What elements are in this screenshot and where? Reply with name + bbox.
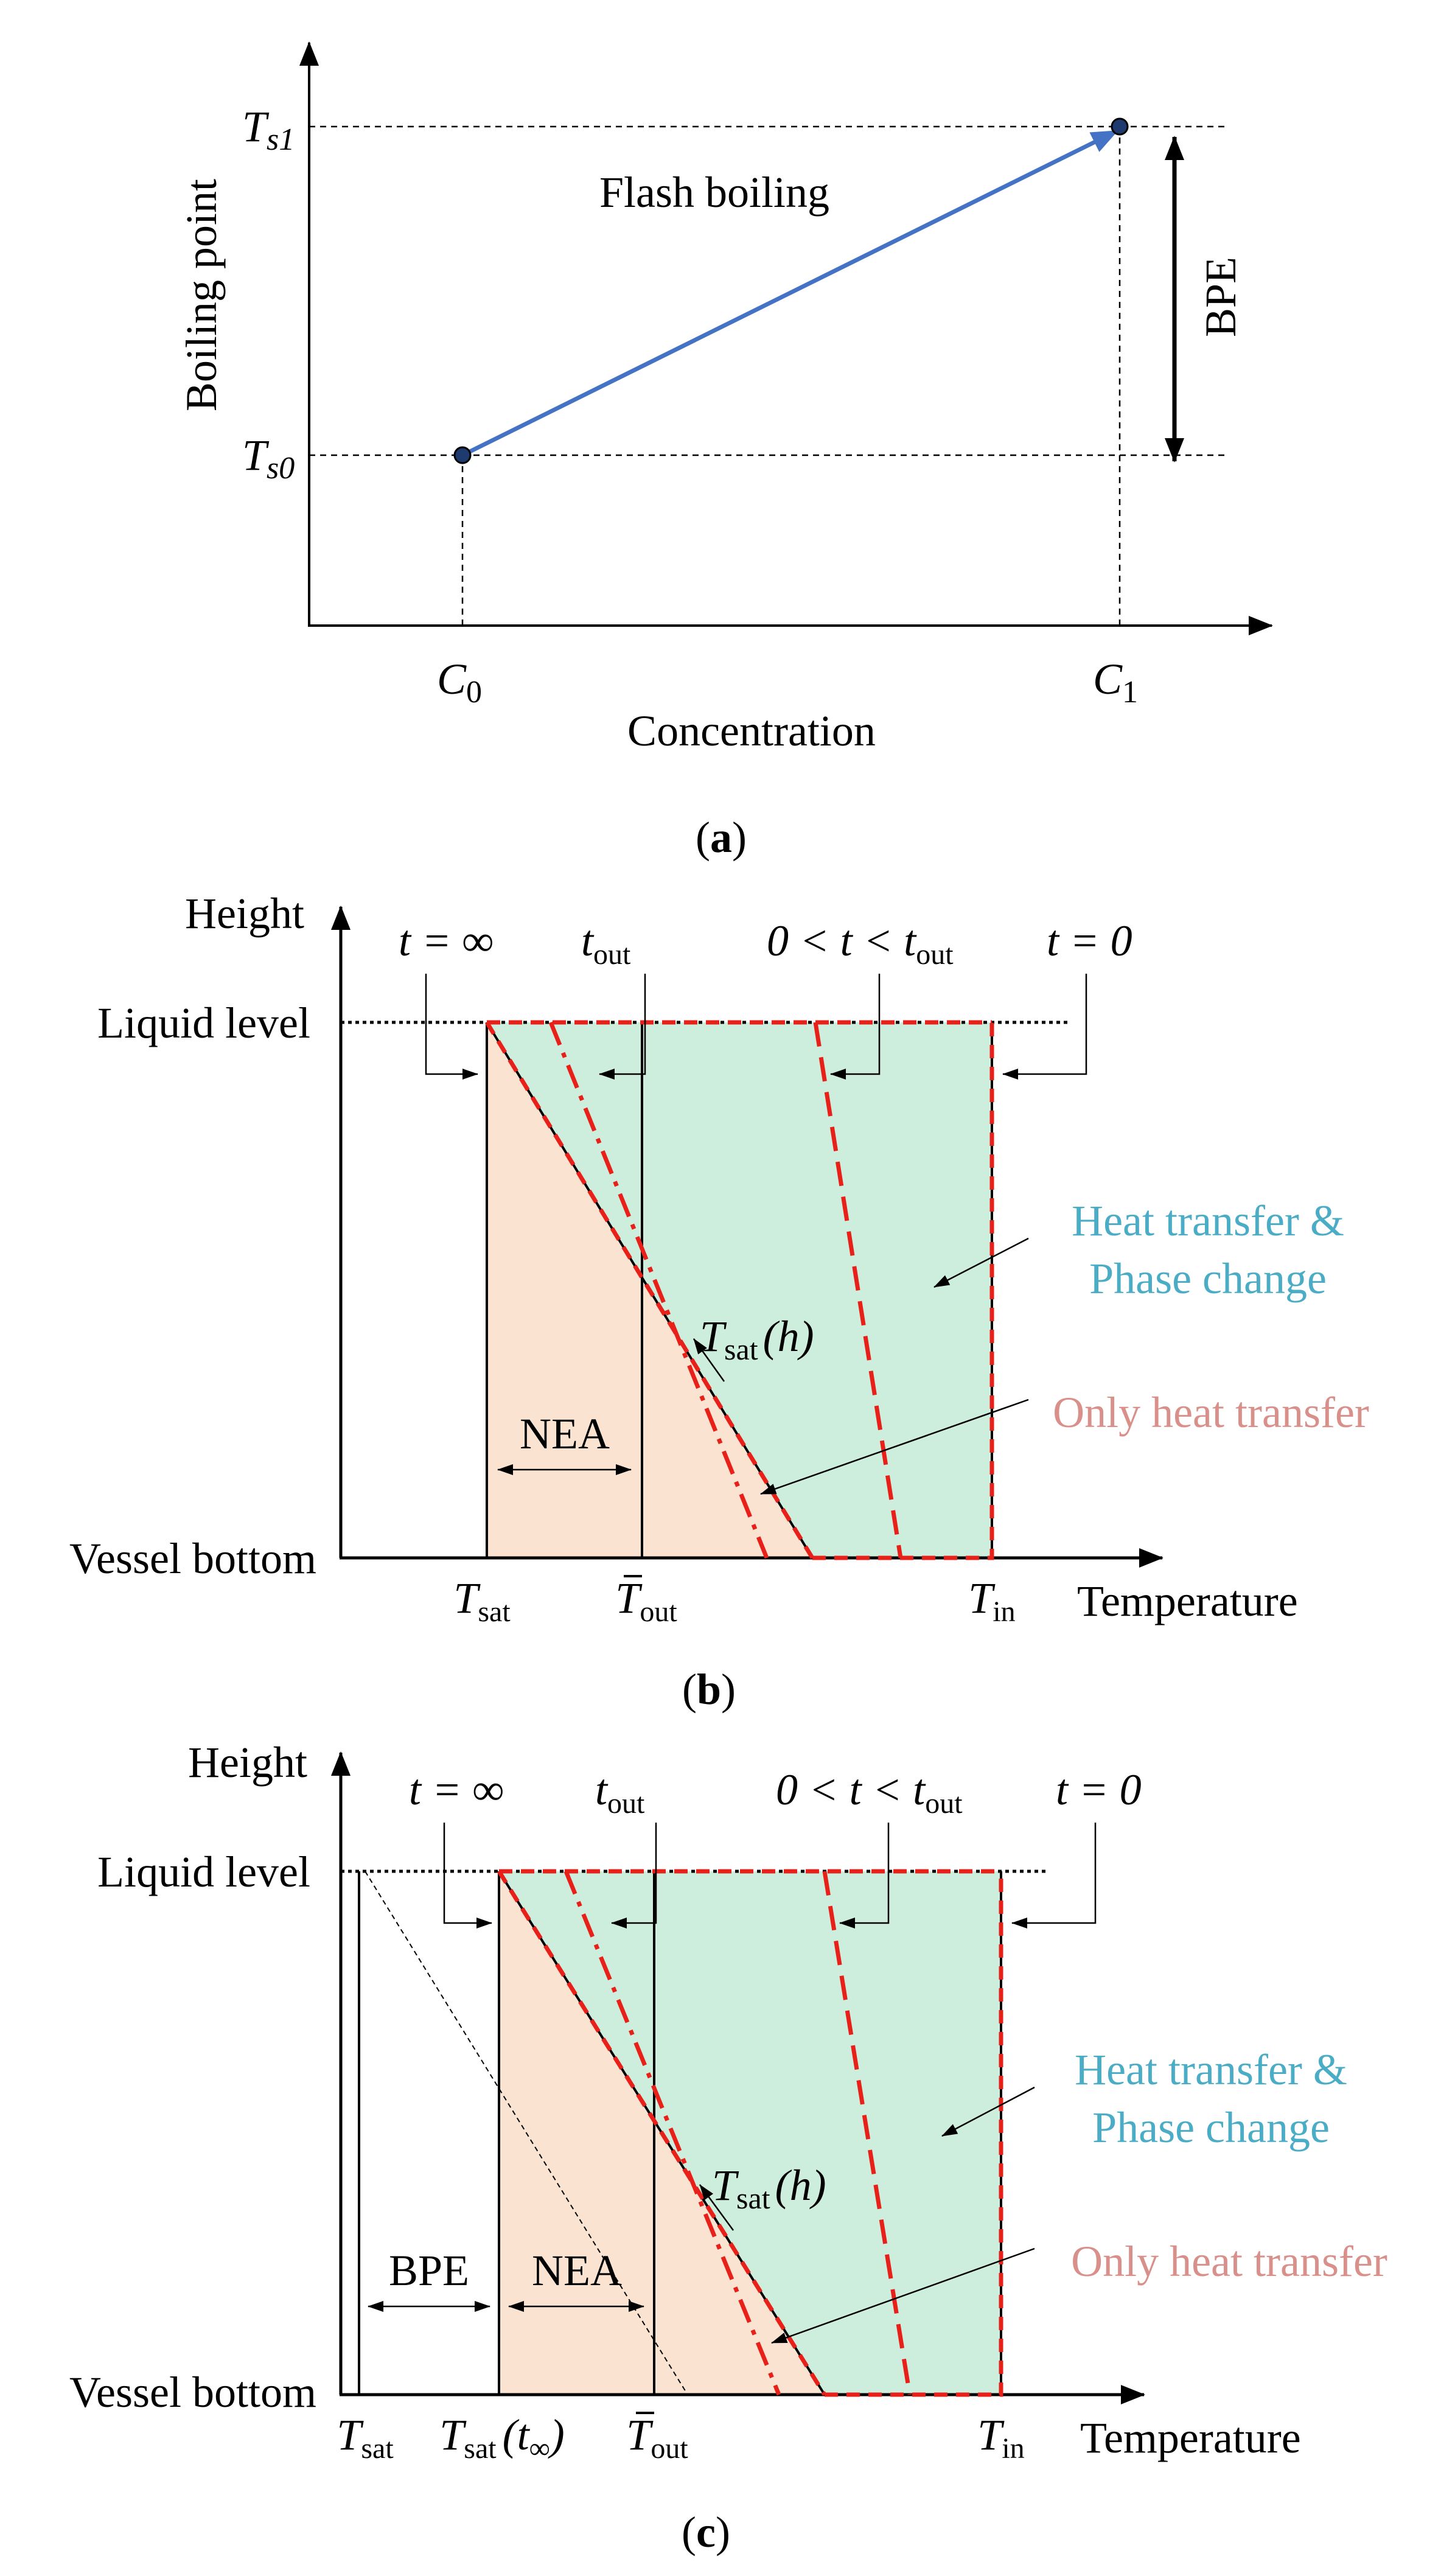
c1-label: C1 xyxy=(1093,655,1138,710)
x-tin-label: Tin xyxy=(977,2410,1024,2465)
caption-c: (c) xyxy=(682,2508,730,2557)
c0-label: C0 xyxy=(437,655,482,710)
only-heat-label: Only heat transfer xyxy=(1053,1388,1369,1437)
heat-phase-line2: Phase change xyxy=(1089,1254,1327,1303)
only-heat-label: Only heat transfer xyxy=(1071,2237,1387,2286)
x-tsat-label: Tsat xyxy=(337,2410,394,2465)
x-tout-label: Tout xyxy=(615,1574,677,1628)
height-label: Height xyxy=(185,889,304,938)
vessel-bottom-label: Vessel bottom xyxy=(69,1534,316,1583)
red-profiles xyxy=(485,1020,994,1560)
height-label: Height xyxy=(188,1738,307,1787)
heat-phase-line1: Heat transfer & xyxy=(1072,1196,1344,1245)
x-axis-label: Concentration xyxy=(627,707,876,755)
ts0-label: Ts0 xyxy=(242,431,295,486)
liquid-level-label: Liquid level xyxy=(97,1848,310,1896)
temperature-label: Temperature xyxy=(1080,2414,1301,2462)
t-out-label: tout xyxy=(581,916,631,971)
red-profiles xyxy=(497,1869,1003,2397)
x-tin-label: Tin xyxy=(968,1574,1015,1628)
tsat-h-label: Tsat(h) xyxy=(700,1312,814,1366)
panel-a: BPE Boiling point Ts1 Ts0 C0 C1 Flash bo… xyxy=(177,41,1273,862)
vessel-bottom-label: Vessel bottom xyxy=(69,2368,316,2417)
callouts xyxy=(425,974,1087,1495)
end-point xyxy=(1111,117,1129,136)
nea-label: NEA xyxy=(520,1409,610,1458)
heat-phase-line2: Phase change xyxy=(1092,2103,1330,2152)
heat-phase-line1: Heat transfer & xyxy=(1075,2045,1347,2094)
t-zero-label: t = 0 xyxy=(1056,1765,1142,1814)
caption-b: (b) xyxy=(682,1665,736,1714)
callouts xyxy=(368,1823,1097,2344)
green-region xyxy=(487,1022,992,1558)
y-axis-label: Boiling point xyxy=(177,179,226,411)
panel-c: Height Liquid level Vessel bottom Temper… xyxy=(69,1738,1387,2557)
t-inf-label: t = ∞ xyxy=(399,916,494,965)
x-tsat-inf-label: Tsat(t∞) xyxy=(439,2410,565,2465)
temperature-label: Temperature xyxy=(1077,1577,1298,1625)
t-inf-label: t = ∞ xyxy=(409,1765,504,1814)
flash-boiling-arrow xyxy=(461,128,1118,458)
t-mid-label: 0 < t < tout xyxy=(776,1765,963,1820)
bpe-label: BPE xyxy=(389,2246,469,2295)
x-tsat-label: Tsat xyxy=(453,1574,511,1628)
bpe-label: BPE xyxy=(1196,257,1245,337)
tsat-h-label: Tsat(h) xyxy=(712,2161,826,2215)
t-zero-label: t = 0 xyxy=(1047,916,1132,965)
x-tout-label: Tout xyxy=(626,2410,688,2465)
start-point xyxy=(453,446,472,464)
ts1-label: Ts1 xyxy=(242,102,295,157)
caption-a: (a) xyxy=(696,813,747,862)
panel-b: Height Liquid level Vessel bottom Temper… xyxy=(69,889,1369,1714)
liquid-level-label: Liquid level xyxy=(97,999,310,1047)
t-mid-label: 0 < t < tout xyxy=(767,916,954,971)
t-out-label: tout xyxy=(595,1765,645,1820)
flash-boiling-label: Flash boiling xyxy=(599,168,829,217)
green-region xyxy=(499,1871,1001,2395)
nea-label: NEA xyxy=(532,2246,622,2295)
